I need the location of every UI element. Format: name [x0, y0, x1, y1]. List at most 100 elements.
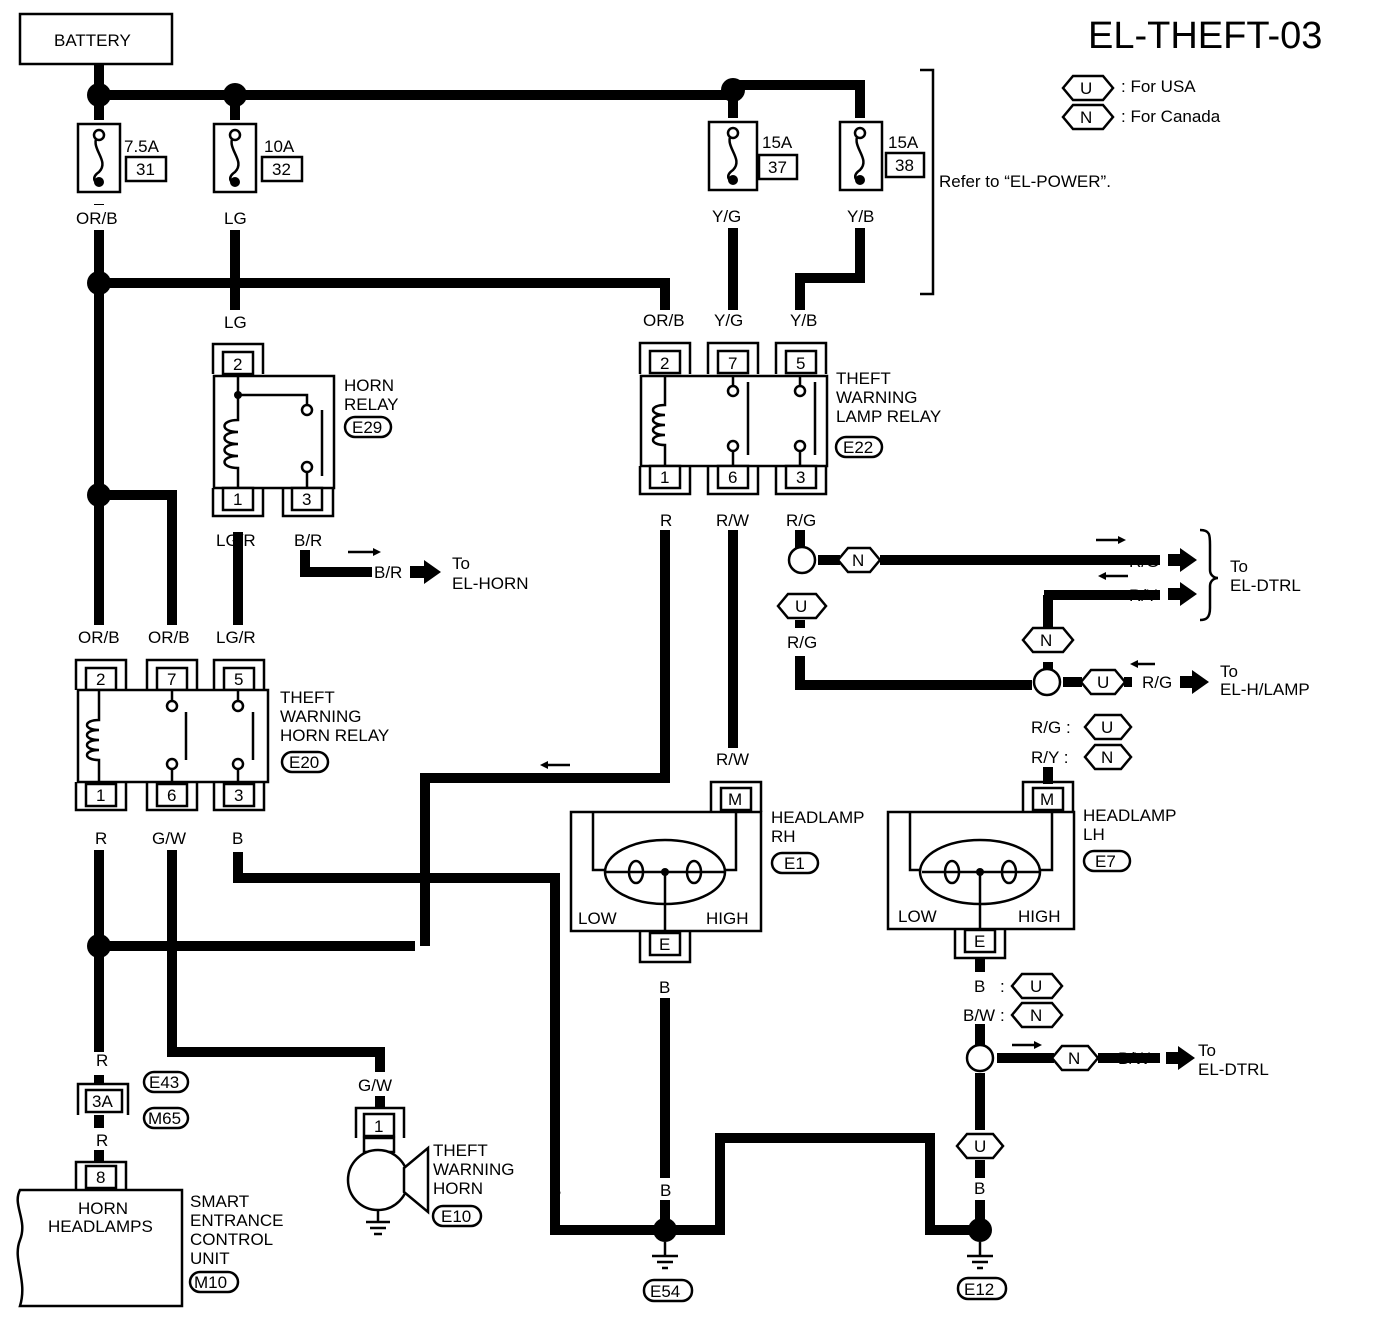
horn-relay2-pin-2: 2: [96, 670, 105, 689]
ground-e12: E12: [956, 1242, 1008, 1301]
theft-horn-relay: OR/B OR/B LG/R 2 7 5 1 6 3 THEFT WAR: [74, 628, 389, 848]
lamp-relay-pin-2: 2: [660, 354, 669, 373]
legend-canada-text: : For Canada: [1121, 107, 1221, 126]
to-horn-wire: B/R: [374, 563, 402, 582]
horn-relay-pin-1: 1: [233, 490, 242, 509]
horn-conn: E10: [441, 1207, 471, 1226]
lamp-relay-pin-5: 5: [796, 354, 805, 373]
horn-relay-conn: E29: [352, 418, 382, 437]
fuse-38-amp: 15A: [888, 133, 919, 152]
refer-el-power: Refer to “EL-POWER”.: [939, 172, 1111, 191]
dtrl-wire-rg: R/G: [1129, 552, 1159, 571]
theft-lamp-relay: OR/B Y/G Y/B 2 7 5 1 6 3 THEFT WARNI: [638, 311, 941, 530]
hlamp-wire: R/G: [1142, 673, 1172, 692]
ground-wire-b3: B: [714, 1181, 725, 1200]
legend-usa-code: U: [1080, 79, 1092, 98]
legend-canada-code: N: [1080, 108, 1092, 127]
fuse-38-wire: Y/B: [847, 207, 874, 226]
lamp-relay-conn: E22: [843, 438, 873, 457]
horn-relay-wire-lgr: LG/R: [216, 531, 256, 550]
smart-conn1: E43: [149, 1073, 179, 1092]
horn-relay2-wire-r: R: [95, 829, 107, 848]
horn-relay2-name2: WARNING: [280, 707, 362, 726]
lamp-relay-pin-1: 1: [660, 468, 669, 487]
horn-relay2-pin-1: 1: [96, 786, 105, 805]
lamp-relay-name3: LAMP RELAY: [836, 407, 941, 426]
headlamp-lh-high: HIGH: [1018, 907, 1061, 926]
lh-ground-code2: N: [1030, 1006, 1042, 1025]
to-horn-dest: EL-HORN: [452, 574, 529, 593]
horn-name2: WARNING: [433, 1160, 515, 1179]
fuse-31-amp: 7.5A: [124, 137, 160, 156]
horn-relay-wire-br: B/R: [294, 531, 322, 550]
ground-e12-label: E12: [964, 1280, 994, 1299]
flow-arrow: [540, 761, 570, 769]
dtrl-n-code: N: [852, 551, 864, 570]
dtrl-wire-ry: R/Y: [1129, 586, 1157, 605]
svg-text::: :: [1000, 977, 1005, 996]
fuse-32: 10A 32 LG: [212, 122, 304, 228]
lh-wire-down: B: [974, 1179, 985, 1198]
fuse-31-wire: OR/B: [76, 209, 118, 228]
headlamp-lh: M LOW HIGH E HEADLAMP LH E7: [886, 780, 1177, 972]
lamp-relay-wire-rg: R/G: [786, 511, 816, 530]
headlamp-rh-pin-e: E: [659, 935, 670, 954]
horn-pin-1: 1: [374, 1117, 383, 1136]
lh-in-code2: N: [1101, 748, 1113, 767]
smart-conn2: M65: [148, 1109, 181, 1128]
horn-relay2-wire-orb2: OR/B: [148, 628, 190, 647]
lamp-relay-pin-3: 3: [796, 468, 805, 487]
smart-conn: M10: [194, 1273, 227, 1292]
headlamp-rh: R/W M LOW HIGH E HEADLAMP RH E1 B: [569, 750, 865, 997]
headlamp-lh-pin-e: E: [974, 932, 985, 951]
headlamp-rh-name1: HEADLAMP: [771, 808, 865, 827]
to-horn-to: To: [452, 554, 470, 573]
to-el-horn: B/R To EL-HORN: [348, 548, 529, 593]
dtrl-u-code: U: [795, 597, 807, 616]
lh-split-to: To: [1198, 1041, 1216, 1060]
lamp-relay-wire-orb: OR/B: [643, 311, 685, 330]
horn-relay2-wire-orb1: OR/B: [78, 628, 120, 647]
smart-entrance-unit: R 3A E43 M65 R 8 HORN HEADLAMPS SMART EN…: [16, 1051, 284, 1308]
lh-split-dest: EL-DTRL: [1198, 1060, 1269, 1079]
lh-ground-wire1: B: [974, 977, 985, 996]
power-bracket: Refer to “EL-POWER”.: [920, 68, 1111, 296]
lamp-relay-wire-yg: Y/G: [714, 311, 743, 330]
lamp-relay-name2: WARNING: [836, 388, 918, 407]
horn-relay2-name1: THEFT: [280, 688, 335, 707]
headlamp-rh-conn: E1: [784, 854, 805, 873]
smart-wire-r1: R: [96, 1051, 108, 1070]
lamp-relay-wire-r: R: [660, 511, 672, 530]
horn-relay2-conn: E20: [289, 753, 319, 772]
horn-relay-name2: RELAY: [344, 395, 399, 414]
lh-n-code: N: [1040, 631, 1052, 650]
lh-ground-code1: U: [1030, 977, 1042, 996]
dtrl-branch: N R/G R/Y To EL-DTRL U R/G N: [776, 528, 1301, 654]
headlamp-rh-wire-in: R/W: [716, 750, 749, 769]
battery-box: [18, 12, 174, 66]
wires: [94, 64, 1160, 1235]
fuse-32-wire: LG: [224, 209, 247, 228]
lh-ground-wire2: B/W: [963, 1006, 995, 1025]
legend-usa-text: : For USA: [1121, 77, 1196, 96]
headlamp-lh-name1: HEADLAMP: [1083, 806, 1177, 825]
lamp-relay-pin-6: 6: [728, 468, 737, 487]
hlamp-u-code: U: [1097, 673, 1109, 692]
headlamp-rh-name2: RH: [771, 827, 796, 846]
smart-conn-pin: 3A: [92, 1092, 113, 1111]
headlamp-rh-pin-m: M: [728, 790, 742, 809]
ground-e54: E54: [642, 1242, 694, 1303]
fuse-32-num: 32: [272, 160, 291, 179]
horn-relay2-wire-b: B: [232, 829, 243, 848]
smart-pin-8: 8: [96, 1168, 105, 1187]
fuse-31-num: 31: [136, 160, 155, 179]
fuse-31: 7.5A 31 OR/B: [76, 122, 168, 228]
fuse-37-wire: Y/G: [712, 207, 741, 226]
page-title: EL-THEFT-03: [1088, 15, 1322, 57]
fuse-37: 15A 37 Y/G: [707, 120, 799, 226]
headlamp-lh-conn: E7: [1095, 852, 1116, 871]
smart-line1: HORN: [78, 1199, 128, 1218]
svg-text::: :: [1000, 1006, 1005, 1025]
battery-label: BATTERY: [54, 31, 131, 50]
lh-u-code: U: [974, 1137, 986, 1156]
